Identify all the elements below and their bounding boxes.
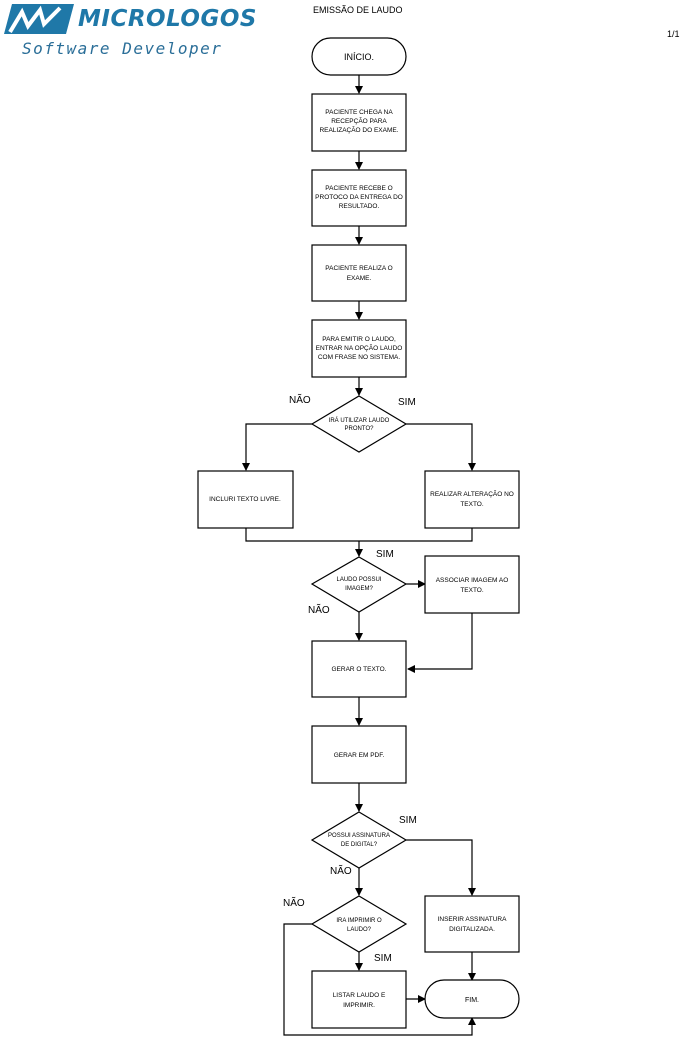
branch-label-d2-yes: SIM bbox=[376, 549, 394, 560]
connector-assoc-gentext bbox=[407, 613, 473, 673]
start-label: INÍCIO. bbox=[344, 52, 374, 62]
decision2-line: IMAGEM? bbox=[345, 586, 373, 592]
decision2-line: LAUDO POSSUI bbox=[336, 577, 381, 583]
branch-label-d2-no: NÃO bbox=[308, 605, 330, 616]
end-label: FIM. bbox=[465, 997, 479, 1004]
step4-line: PARA EMITIR O LAUDO, bbox=[322, 336, 396, 343]
branch-label-d3-no: NÃO bbox=[330, 866, 352, 877]
process-step4 bbox=[311, 319, 407, 378]
process-assoc-image bbox=[424, 555, 520, 614]
start-terminator bbox=[311, 37, 407, 76]
process-gen-text bbox=[311, 640, 407, 698]
process-step1 bbox=[311, 93, 407, 152]
decision3-line: POSSUI ASSINATURA bbox=[328, 833, 390, 839]
insert-sign-line: DIGITALIZADA. bbox=[449, 926, 495, 933]
process-insert-sign bbox=[424, 895, 520, 953]
connector-decision3-yes bbox=[406, 839, 476, 896]
logo-tagline: Software Developer bbox=[22, 39, 223, 58]
page-number: 1/1 bbox=[667, 29, 680, 39]
print-line: IMPRIMIR. bbox=[343, 1002, 375, 1009]
process-print bbox=[311, 970, 407, 1029]
process-free-text bbox=[197, 470, 294, 529]
micrologos-logo-mark-icon bbox=[4, 4, 74, 34]
decision4-line: IRA IMPRIMIR O bbox=[336, 918, 382, 924]
print-line: LISTAR LAUDO E bbox=[333, 992, 386, 999]
decision4-line: LAUDO? bbox=[347, 927, 372, 933]
branch-label-d1-yes: SIM bbox=[398, 397, 416, 408]
decision-has-signature bbox=[310, 811, 408, 869]
step2-line: PROTOCO DA ENTREGA DO bbox=[315, 194, 403, 201]
step4-line: COM FRASE NO SISTEMA. bbox=[318, 354, 401, 361]
document-title: EMISSÃO DE LAUDO bbox=[313, 5, 403, 15]
decision3-line: DE DIGITAL? bbox=[341, 842, 378, 848]
step3-line: PACIENTE REALIZA O bbox=[325, 265, 392, 272]
decision1-line: IRÁ UTILIZAR LAUDO bbox=[329, 417, 390, 424]
decision-has-image bbox=[310, 556, 408, 613]
decision-use-ready-report bbox=[310, 395, 408, 453]
connector-decision4-no bbox=[283, 923, 476, 1036]
logo-name: MICROLOGOS bbox=[78, 6, 257, 32]
decision-print-report bbox=[310, 895, 408, 953]
step4-line: ENTRAR NA OPÇÃO LAUDO bbox=[316, 343, 403, 352]
branch-label-d4-no: NÃO bbox=[283, 898, 305, 909]
step3-line: EXAME. bbox=[347, 275, 372, 282]
branch-label-d3-yes: SIM bbox=[399, 815, 417, 826]
connector-merge bbox=[245, 528, 473, 542]
process-step2 bbox=[311, 169, 407, 227]
step1-line: PACIENTE CHEGA NA bbox=[325, 109, 393, 116]
branch-label-d1-no: NÃO bbox=[289, 395, 311, 406]
process-gen-pdf bbox=[311, 725, 407, 784]
assoc-image-line: TEXTO. bbox=[460, 587, 484, 594]
step2-line: PACIENTE RECEBE O bbox=[325, 185, 392, 192]
connector-decision1-no bbox=[242, 423, 312, 471]
process-alter-text bbox=[424, 470, 520, 529]
free-text-line: INCLURI TEXTO LIVRE. bbox=[209, 496, 281, 503]
connector-decision1-yes bbox=[406, 423, 476, 471]
company-logo: MICROLOGOS Software Developer bbox=[4, 2, 256, 60]
alter-text-line: REALIZAR ALTERAÇÃO NO bbox=[430, 489, 514, 498]
assoc-image-line: ASSOCIAR IMAGEM AO bbox=[436, 577, 509, 584]
gen-text-line: GERAR O TEXTO. bbox=[331, 666, 386, 673]
decision1-line: PRONTO? bbox=[345, 426, 375, 432]
branch-label-d4-yes: SIM bbox=[374, 953, 392, 964]
end-terminator bbox=[424, 979, 520, 1019]
gen-pdf-line: GERAR EM PDF. bbox=[334, 752, 385, 759]
step2-line: RESULTADO. bbox=[339, 203, 380, 210]
insert-sign-line: INSERIR ASSINATURA bbox=[438, 916, 508, 923]
alter-text-line: TEXTO. bbox=[460, 501, 484, 508]
process-step3 bbox=[311, 244, 407, 302]
step1-line: REALIZAÇÃO DO EXAME. bbox=[319, 125, 398, 134]
step1-line: RECEPÇÃO PARA bbox=[331, 116, 387, 125]
